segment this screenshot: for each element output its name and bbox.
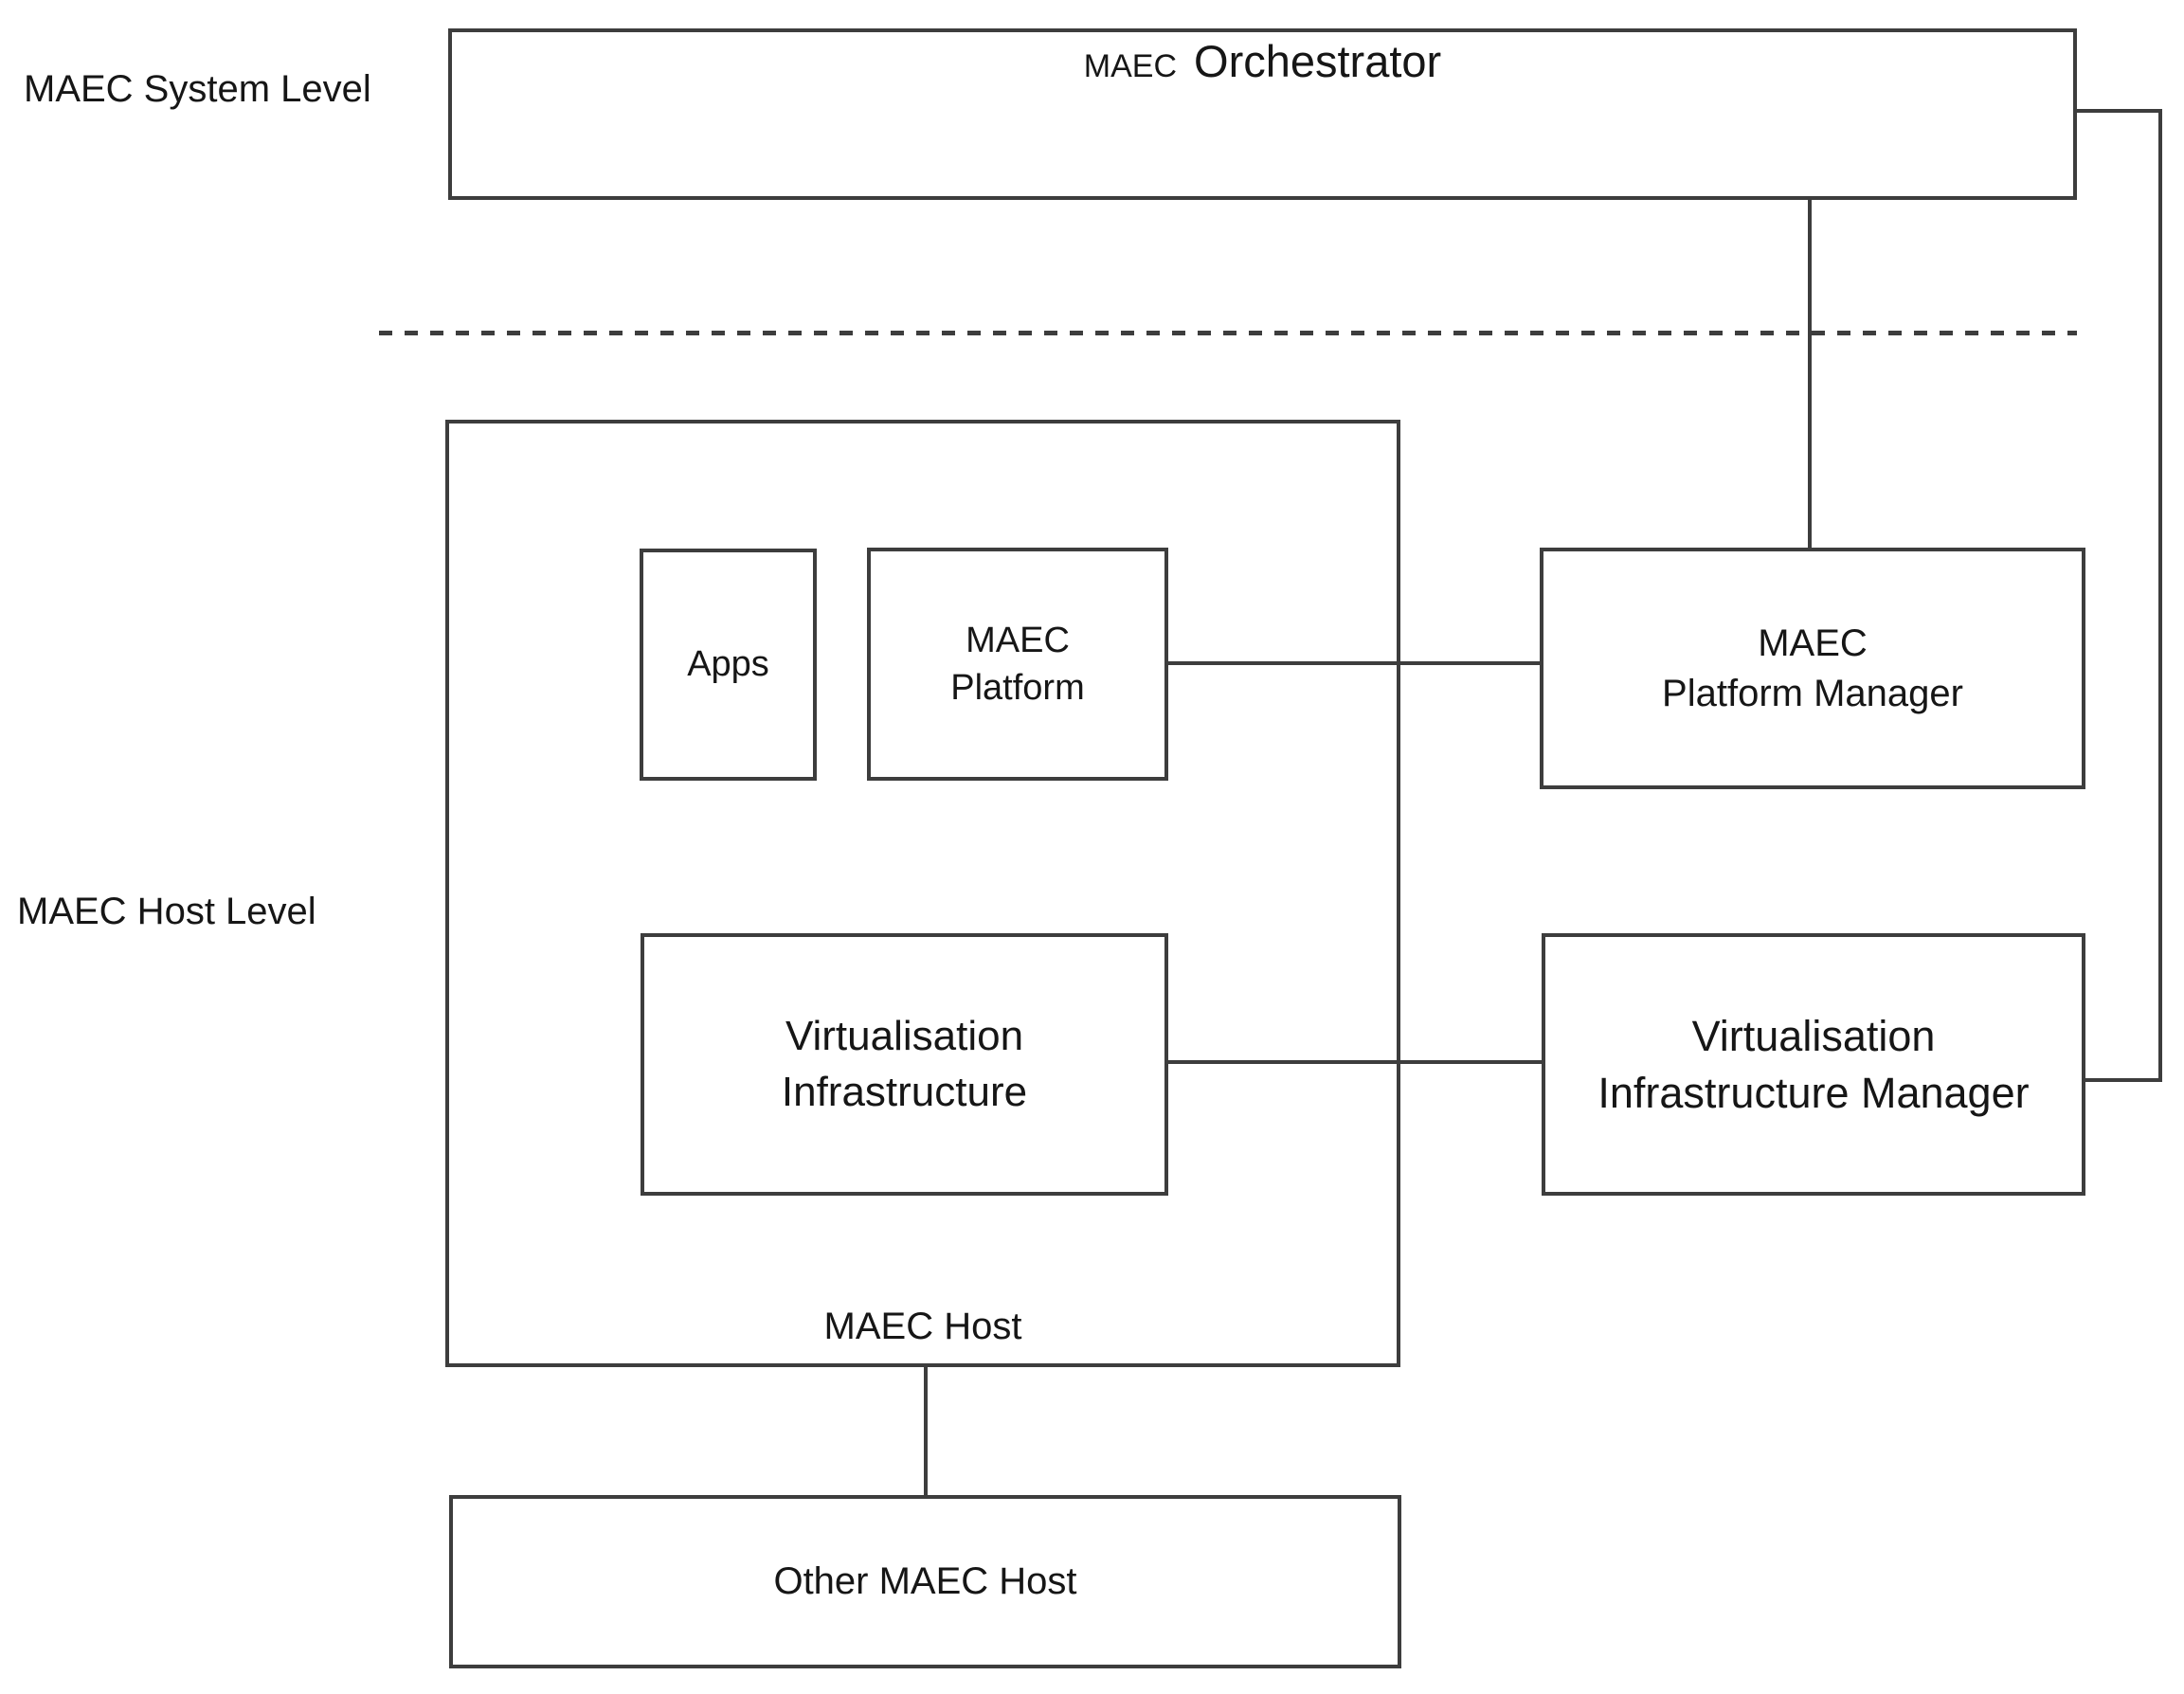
virtualisation-infrastructure-box: Virtualisation Infrastructure [641, 933, 1168, 1196]
connector-orchestrator-to-platform-manager [1808, 198, 1812, 550]
virtualisation-infrastructure-label-line1: Virtualisation [785, 1013, 1024, 1060]
connector-orchestrator-elbow-bottom [2083, 1078, 2162, 1082]
maec-platform-label-line2: Platform [950, 668, 1085, 708]
system-level-label: MAEC System Level [24, 68, 371, 110]
orchestrator-box: MAEC Orchestrator [448, 28, 2077, 200]
maec-host-box [445, 420, 1400, 1367]
orchestrator-label-prefix: MAEC [1083, 48, 1178, 84]
connector-host-to-other-host [924, 1365, 928, 1497]
maec-platform-manager-label-line1: MAEC [1758, 622, 1868, 664]
connector-orchestrator-elbow-vertical [2158, 109, 2162, 1082]
level-divider-dashed-line [379, 331, 2077, 335]
other-maec-host-box: Other MAEC Host [449, 1495, 1401, 1668]
virtualisation-infrastructure-manager-label-line2: Infrastructure Manager [1597, 1068, 2030, 1117]
virtualisation-infrastructure-manager-label-line1: Virtualisation [1691, 1012, 1936, 1061]
connector-infrastructure-to-infrastructure-manager [1166, 1060, 1543, 1064]
maec-platform-label-line1: MAEC [966, 620, 1070, 660]
orchestrator-label-title: Orchestrator [1194, 36, 1442, 86]
connector-platform-to-platform-manager [1166, 661, 1542, 665]
maec-platform-box: MAEC Platform [867, 548, 1168, 781]
virtualisation-infrastructure-label-line2: Infrastructure [781, 1068, 1028, 1115]
maec-platform-manager-box: MAEC Platform Manager [1540, 548, 2085, 789]
virtualisation-infrastructure-manager-box: Virtualisation Infrastructure Manager [1542, 933, 2085, 1196]
apps-box: Apps [640, 549, 817, 781]
host-level-label: MAEC Host Level [17, 891, 316, 932]
maec-host-caption: MAEC Host [823, 1306, 1022, 1347]
maec-platform-manager-label-line2: Platform Manager [1662, 672, 1963, 714]
connector-orchestrator-elbow-top [2075, 109, 2162, 113]
other-maec-host-label: Other MAEC Host [773, 1560, 1077, 1603]
apps-label: Apps [687, 644, 769, 685]
